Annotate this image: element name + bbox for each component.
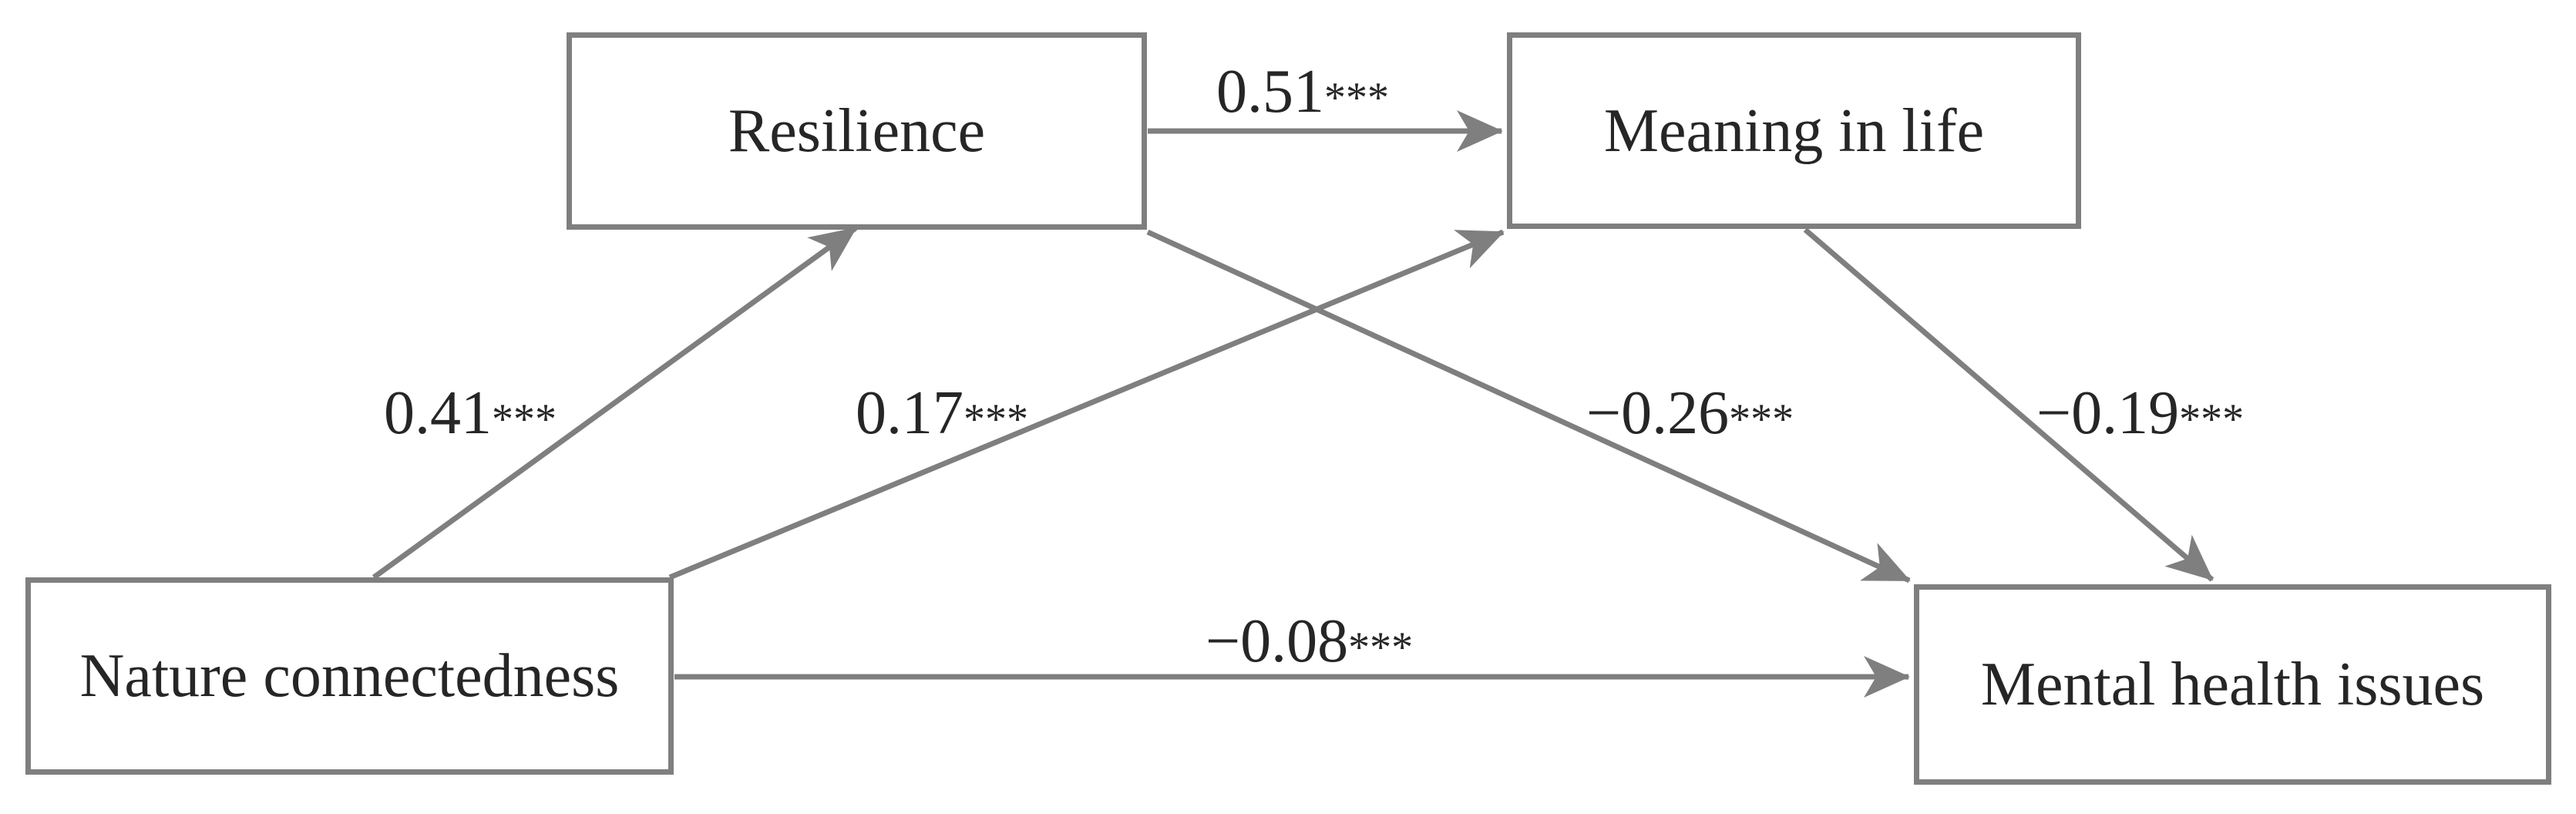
coefficient-resilience-to-meaning: 0.51*** — [1216, 61, 1389, 123]
arrow-resilience-to-mental-health — [1146, 229, 1911, 584]
coefficient-value: −0.19 — [2036, 379, 2180, 447]
coefficient-value: −0.08 — [1206, 607, 1349, 675]
significance-stars: *** — [1324, 74, 1389, 122]
arrow-meaning-to-mental-health — [1803, 227, 2214, 582]
coefficient-meaning-to-mental-health: −0.19*** — [2036, 382, 2244, 444]
coefficient-value: 0.51 — [1216, 58, 1324, 126]
coefficient-nature-to-meaning: 0.17*** — [856, 382, 1028, 444]
coefficient-value: 0.17 — [856, 379, 963, 447]
significance-stars: *** — [1729, 395, 1794, 443]
node-meaning-in-life: Meaning in life — [1507, 32, 2081, 229]
coefficient-value: −0.26 — [1586, 379, 1730, 447]
node-mental-health-issues: Mental health issues — [1914, 584, 2551, 785]
coefficient-nature-to-resilience: 0.41*** — [384, 382, 557, 444]
arrow-nature-to-meaning — [668, 229, 1505, 580]
significance-stars: *** — [2179, 395, 2245, 443]
coefficient-nature-to-mental-health: −0.08*** — [1206, 610, 1413, 672]
significance-stars: *** — [1348, 624, 1414, 671]
arrow-nature-to-resilience — [372, 226, 858, 580]
significance-stars: *** — [492, 395, 557, 443]
node-resilience-label: Resilience — [728, 97, 986, 165]
coefficient-resilience-to-mental-health: −0.26*** — [1586, 382, 1794, 444]
node-nature-connectedness-label: Nature connectedness — [79, 642, 620, 710]
coefficient-value: 0.41 — [384, 379, 492, 447]
node-resilience: Resilience — [567, 32, 1147, 230]
node-meaning-in-life-label: Meaning in life — [1603, 96, 1985, 165]
node-nature-connectedness: Nature connectedness — [25, 577, 674, 775]
node-mental-health-issues-label: Mental health issues — [1980, 651, 2485, 718]
significance-stars: *** — [963, 395, 1028, 443]
